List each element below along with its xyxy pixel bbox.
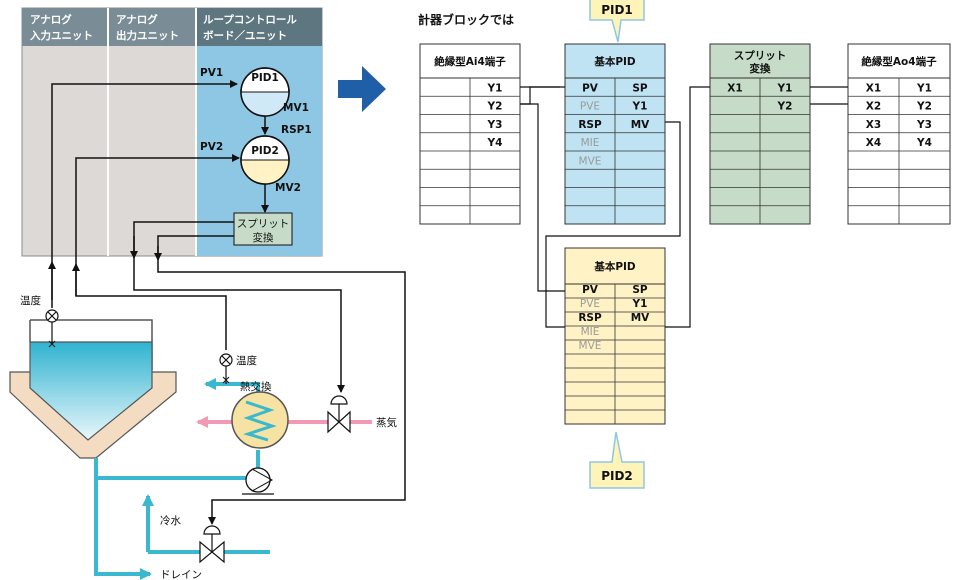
pid_a-cell: MVE xyxy=(579,155,602,167)
mv1-label: MV1 xyxy=(283,102,309,114)
pid_a-cell: RSP xyxy=(578,119,602,131)
pid_b-cell: PV xyxy=(582,284,599,296)
loop-ctrl-header-2: ボード／ユニット xyxy=(203,29,287,42)
ao4-cell: X3 xyxy=(866,119,881,131)
analog-in-header-2: 入力ユニット xyxy=(30,29,93,42)
split-box: スプリット 変換 xyxy=(233,212,293,246)
ao4-cell: Y1 xyxy=(916,82,932,94)
ao4-cell: X4 xyxy=(866,137,881,149)
pid_b-cell: SP xyxy=(632,284,648,296)
analog-out-header-1: アナログ xyxy=(116,13,158,26)
split-cell: Y2 xyxy=(777,101,793,113)
loop-ctrl-header-1: ループコントロール xyxy=(203,13,297,26)
callout-pid1: PID1 xyxy=(589,0,645,43)
ao4-title: 絶縁型Ao4端子 xyxy=(861,55,937,68)
pid_b-cell: Y1 xyxy=(632,298,648,310)
cold-water-label: 冷水 xyxy=(160,514,181,527)
analog-in-header-1: アナログ xyxy=(30,13,72,26)
pid_b-cell: MIE xyxy=(581,326,600,338)
pid1-circle: PID1 xyxy=(240,67,290,117)
pid_a-cell: MV xyxy=(631,119,650,131)
split-label-2: 変換 xyxy=(253,231,274,244)
callout-pid2-label: PID2 xyxy=(601,469,633,483)
ao4-cell: X2 xyxy=(866,101,881,113)
ai4-cell: Y1 xyxy=(487,82,503,94)
hx-temp-label: 温度 xyxy=(236,354,257,367)
heat-exchanger xyxy=(231,391,289,449)
pid_b-cell: MVE xyxy=(579,340,602,352)
controller-panel: アナログ 入力ユニット アナログ 出力ユニット ループコントロール ボード／ユニ… xyxy=(21,7,323,257)
signal-wiring xyxy=(48,80,406,525)
pid2-label: PID2 xyxy=(251,145,279,157)
ao4-cell: Y2 xyxy=(916,101,932,113)
pid-a-title: 基本PID xyxy=(593,55,636,68)
pid_a-cell: SP xyxy=(632,82,648,94)
analog-out-header-2: 出力ユニット xyxy=(116,29,179,42)
pid1-label: PID1 xyxy=(251,72,279,84)
pid_a-cell: Y1 xyxy=(632,101,648,113)
hx-label: 熱交換 xyxy=(240,380,272,393)
rsp1-label: RSP1 xyxy=(281,124,312,136)
transform-arrow xyxy=(338,66,386,112)
pid_a-cell: PVE xyxy=(580,101,600,113)
ai4-cell: Y2 xyxy=(487,101,503,113)
tank-water xyxy=(29,341,153,441)
cold-water-valve xyxy=(199,525,225,564)
ao4-cell: Y4 xyxy=(916,137,932,149)
ao4-cell: Y3 xyxy=(916,119,932,131)
pid_a-cell: MIE xyxy=(581,137,600,149)
ao4-cell: X1 xyxy=(866,82,881,94)
hx-temp-sensor xyxy=(219,353,233,384)
pv2-label: PV2 xyxy=(200,141,223,153)
pv1-label: PV1 xyxy=(200,67,223,79)
split-title-1: スプリット xyxy=(734,49,787,62)
water-piping xyxy=(94,378,270,580)
pid_b-cell: PVE xyxy=(580,298,600,310)
ai4-title: 絶縁型Ai4端子 xyxy=(434,55,506,68)
steam-label: 蒸気 xyxy=(376,416,397,429)
steam-valve xyxy=(327,395,351,434)
tank-temp-label: 温度 xyxy=(20,294,41,307)
split-cell: Y1 xyxy=(777,82,793,94)
block-connections xyxy=(520,86,848,328)
split-title-2: 変換 xyxy=(750,62,771,75)
pid_b-cell: RSP xyxy=(578,312,602,324)
pid_a-cell: PV xyxy=(582,82,599,94)
pid-b-title: 基本PID xyxy=(593,260,636,273)
pid2-circle: PID2 xyxy=(240,135,290,185)
process-area: 温度 熱交換 温度 xyxy=(9,294,397,580)
callout-pid1-label: PID1 xyxy=(601,3,633,17)
ai4-cell: Y3 xyxy=(487,119,503,131)
pump xyxy=(242,467,274,495)
split-label-1: スプリット xyxy=(237,218,290,230)
callout-pid2: PID2 xyxy=(589,431,645,489)
split-cell: X1 xyxy=(727,82,742,94)
mv2-label: MV2 xyxy=(275,182,301,194)
blocks-title: 計器ブロックでは xyxy=(418,12,514,27)
ai4-cell: Y4 xyxy=(487,137,503,149)
tank-temp-sensor xyxy=(45,309,59,348)
drain-label: ドレイン xyxy=(160,569,202,580)
pid_b-cell: MV xyxy=(631,312,650,324)
